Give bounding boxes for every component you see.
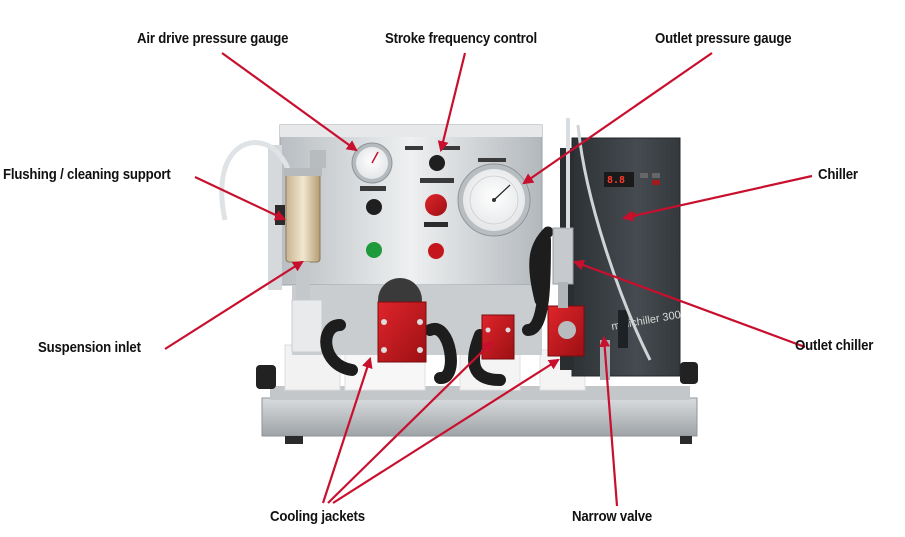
frequency-control-illustration: [405, 146, 460, 259]
label-flushing-cleaning-support: Flushing / cleaning support: [3, 166, 171, 183]
outlet-gauge-illustration: [457, 158, 531, 237]
label-cooling-jackets: Cooling jackets: [270, 508, 365, 525]
label-chiller: Chiller: [818, 166, 858, 183]
label-air-drive-pressure-gauge: Air drive pressure gauge: [137, 30, 289, 47]
outlet-hose: [529, 226, 554, 306]
label-stroke-frequency-control: Stroke frequency control: [385, 30, 538, 47]
air-drive-gauge-illustration: [351, 142, 393, 258]
chiller-display-readout: 8.8: [607, 175, 625, 186]
label-suspension-inlet: Suspension inlet: [38, 339, 141, 356]
label-narrow-valve: Narrow valve: [572, 508, 653, 525]
label-outlet-chiller: Outlet chiller: [795, 337, 874, 354]
label-outlet-pressure-gauge: Outlet pressure gauge: [655, 30, 792, 47]
